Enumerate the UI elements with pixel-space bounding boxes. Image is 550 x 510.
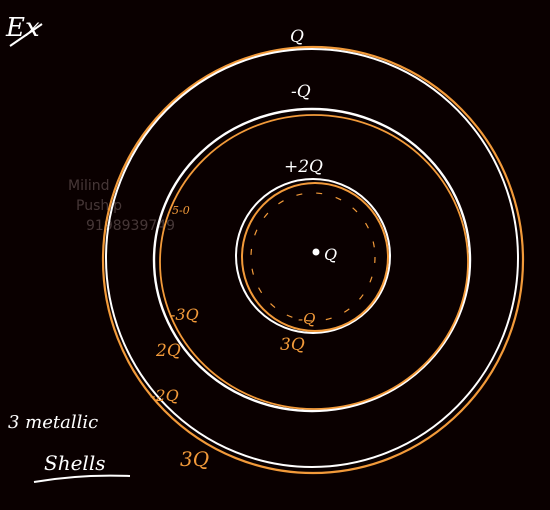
inner-shell-charge-label: +2Q [284,157,323,177]
middle-shell-charge-label: -Q [291,82,311,102]
outer-shell-orange-ring [101,45,525,475]
inner-shell [235,178,391,334]
inner-inner-face-charge: -Q [298,310,315,328]
middle-shell [152,107,472,413]
watermark-line-1: Milind [68,178,110,194]
outer-shell [101,45,525,475]
outer-shell-charge-label: Q [290,27,304,47]
watermark-line-3: 9198939749 [86,218,175,234]
outer-shell-white-ring [105,48,519,468]
heading-underline [9,23,43,47]
inner-outer-face-charge: 3Q [280,335,305,355]
center-charge-label: Q [324,245,337,264]
small-note: 5-0 [172,204,190,217]
middle-shell-white-ring [152,107,472,413]
inner-shell-induced-charge-dashes [250,192,376,322]
center-charge-dot [312,248,320,256]
caption-line-2: Shells [44,451,105,475]
caption-line-1: 3 metallic [8,412,98,433]
outer-outer-face-charge: 3Q [180,447,209,471]
watermark-line-2: Puship [76,198,122,214]
middle-shell-orange-ring [159,114,469,410]
caption-underline [33,474,131,483]
inner-shell-white-ring [235,178,391,334]
middle-inner-face-charge: -3Q [170,305,199,324]
inner-shell-orange-ring [241,182,389,332]
middle-outer-face-charge: 2Q [155,341,181,361]
outer-inner-face-charge: -2Q [150,386,179,405]
